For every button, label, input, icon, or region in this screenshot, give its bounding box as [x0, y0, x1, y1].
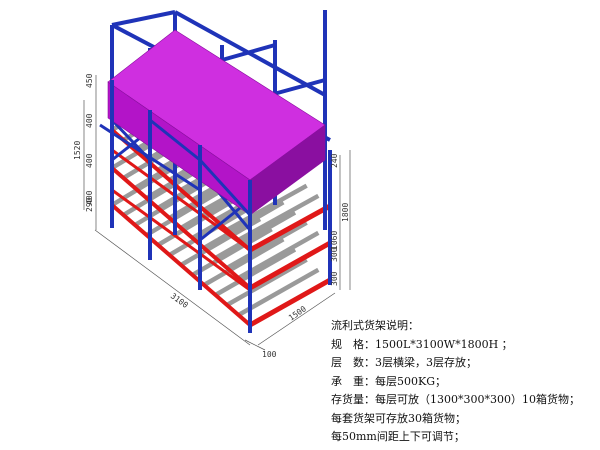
dim-line-1500 — [257, 292, 336, 346]
beam-diagonal — [111, 188, 251, 292]
beam-diagonal — [111, 148, 251, 252]
roller-bar — [156, 196, 238, 247]
roller-bar — [191, 227, 273, 277]
dim-length-3100: 3100 — [169, 291, 190, 310]
dim-left-400a: 400 — [85, 113, 94, 128]
front-brace — [149, 118, 201, 162]
dim-line-3100 — [94, 229, 251, 346]
frame-top-rail — [269, 78, 326, 97]
dim-left-450: 450 — [85, 73, 94, 88]
dim-left-400b: 400 — [85, 153, 94, 168]
roller-bar — [225, 257, 308, 307]
roller-bar — [202, 200, 285, 250]
dim-left-290: 290 — [85, 197, 94, 212]
notes-per-set: 每套货架可存放30箱货物； — [331, 411, 466, 425]
notes-storage: 存货量：每层可放（1300*300*300）10箱货物； — [331, 393, 580, 406]
notes-spec: 规 格：1500L*3100W*1800H ； — [331, 337, 513, 351]
beam-left — [110, 203, 252, 327]
roller-bar — [202, 237, 285, 287]
roller-bar — [214, 247, 297, 297]
notes-levels: 层 数：3层横梁，3层存放； — [331, 356, 477, 369]
dim-right-300b: 300 — [330, 271, 339, 286]
cargo-box — [107, 29, 326, 216]
roller-bar — [214, 210, 297, 260]
frame-top-rail — [221, 43, 276, 62]
dim-right-1800: 1800 — [341, 203, 350, 222]
dim-width-1500: 1500 — [287, 304, 308, 323]
beam-left — [110, 128, 252, 252]
rack-description: 流利式货架说明： 规 格：1500L*3100W*1800H ； 层 数：3层横… — [331, 317, 596, 447]
red-beams — [110, 128, 332, 328]
dimension-lines — [83, 75, 351, 351]
roller-bar — [225, 183, 308, 232]
beam-front — [248, 277, 332, 328]
roller-bar — [145, 186, 227, 237]
dim-left-400c: 400 — [85, 190, 94, 205]
dim-right-240: 240 — [330, 153, 339, 168]
front-frame — [110, 80, 332, 333]
dim-bottom-100: 100 — [262, 350, 277, 359]
frame-top-rail — [111, 10, 176, 27]
dim-line-100 — [244, 339, 266, 351]
dim-right-300a: 300 — [330, 247, 339, 262]
dim-right-1060: 1060 — [330, 231, 339, 250]
notes-title: 流利式货架说明： — [331, 319, 419, 332]
notes-load: 承 重：每层500KG； — [331, 374, 446, 388]
roller-bar — [225, 220, 308, 270]
beam-front — [248, 203, 332, 253]
beam-left — [110, 166, 252, 290]
front-brace — [198, 158, 252, 217]
dim-left-1520: 1520 — [73, 141, 82, 160]
notes-adjust: 每50mm间距上下可调节； — [331, 430, 465, 443]
beam-front — [248, 240, 332, 291]
